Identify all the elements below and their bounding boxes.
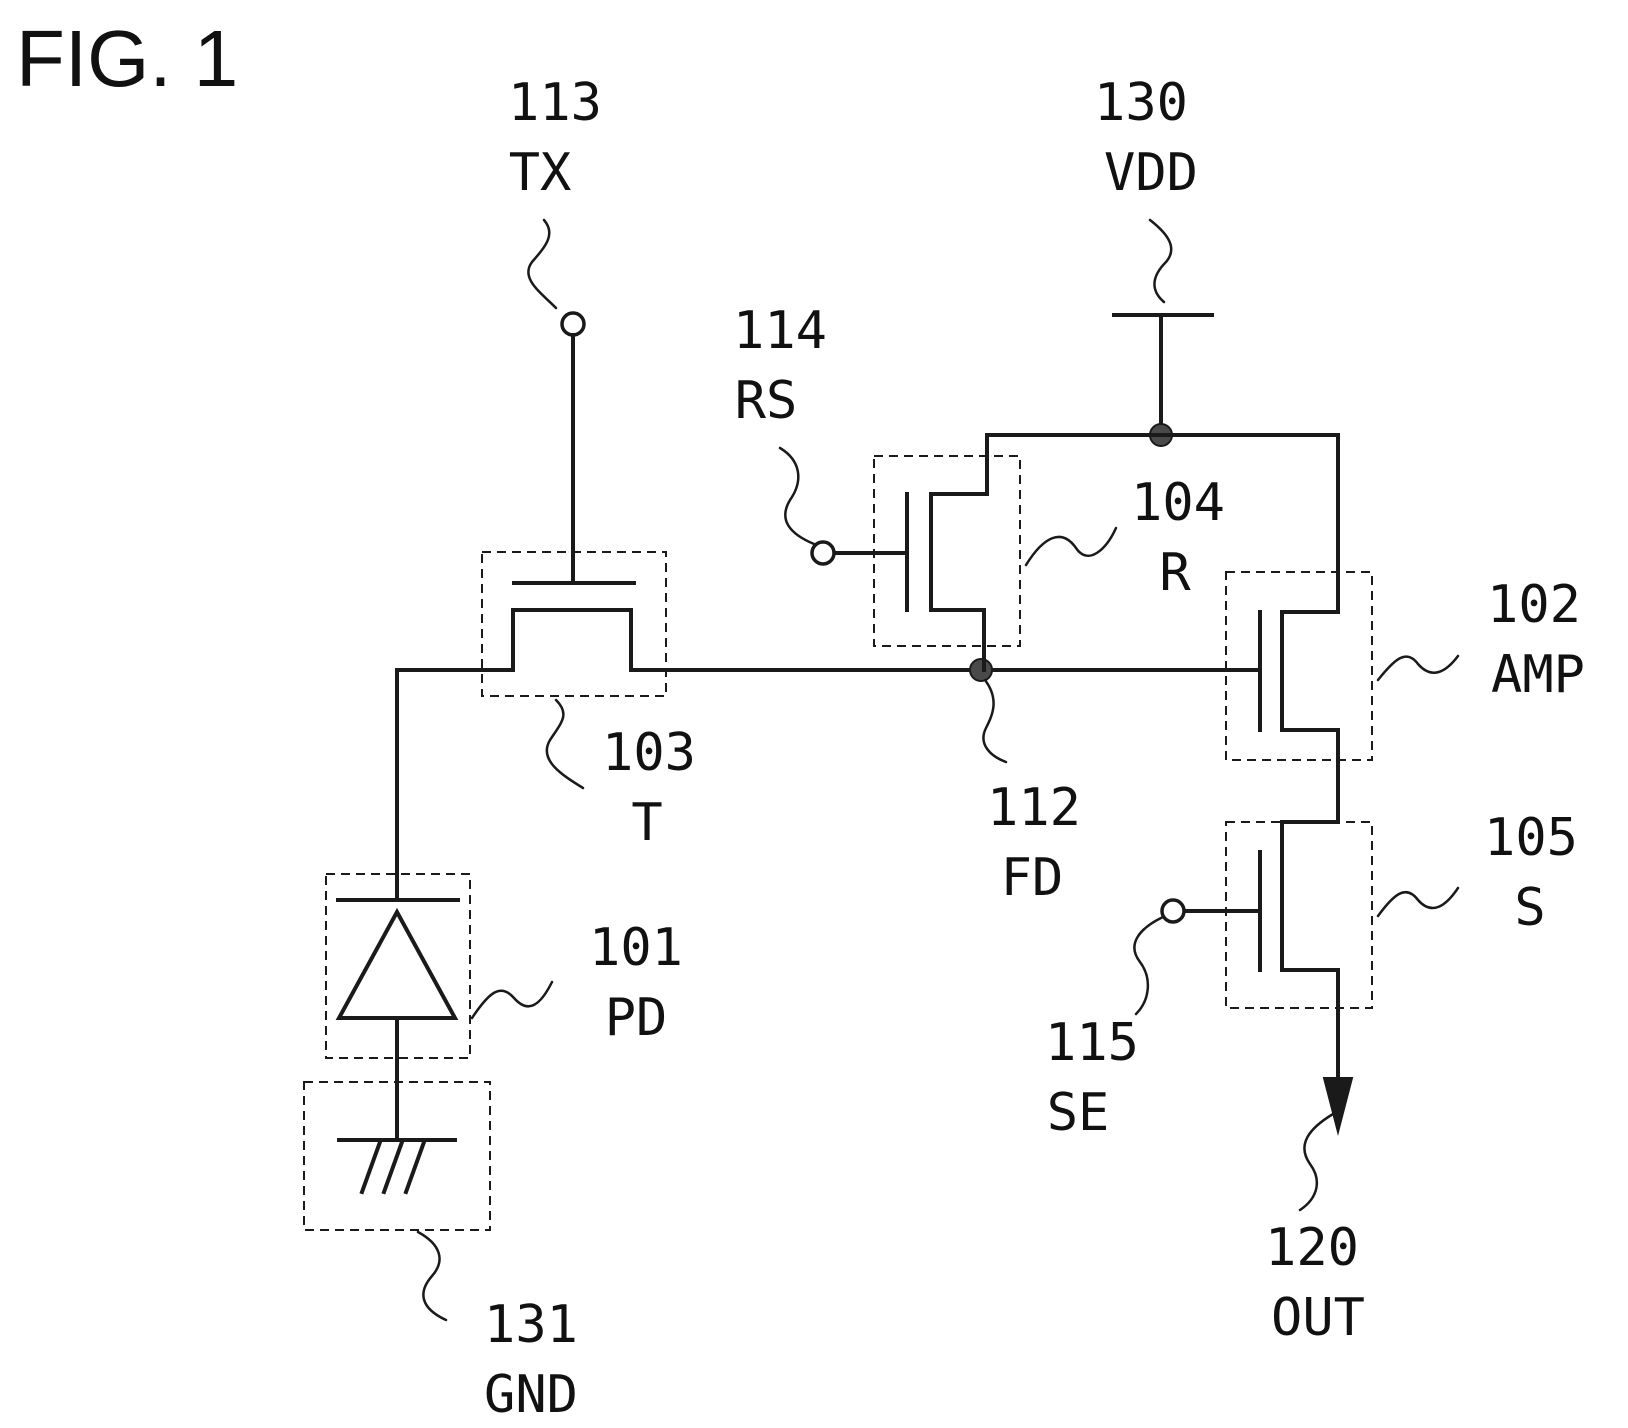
reset-channel — [931, 435, 987, 670]
gnd-leader-line — [418, 1232, 446, 1320]
ground-hatch-2 — [384, 1142, 402, 1192]
output-arrow — [1324, 1078, 1352, 1132]
se-terminal-node — [1162, 900, 1184, 922]
ground-hatch-3 — [406, 1142, 424, 1192]
reset-transistor — [780, 435, 1116, 670]
t-leader-line — [547, 700, 583, 788]
rs-leader-line — [780, 448, 814, 544]
r-number-label: 104 — [1131, 473, 1225, 533]
t-number-label: 103 — [602, 723, 696, 783]
out-name-label: OUT — [1271, 1288, 1365, 1348]
se-number-label: 115 — [1045, 1013, 1139, 1073]
fd-name-label: FD — [1001, 848, 1064, 908]
fd-number-label: 112 — [987, 778, 1081, 838]
s-number-label: 105 — [1484, 808, 1578, 868]
amp-name-label: AMP — [1491, 645, 1585, 705]
figure-title: FIG. 1 — [16, 14, 238, 103]
fd-node-dot — [970, 659, 992, 681]
rs-number-label: 114 — [733, 301, 827, 361]
t-name-label: T — [631, 793, 662, 853]
r-leader-line — [1026, 528, 1116, 565]
photodiode — [326, 670, 552, 1140]
gnd-number-label: 131 — [484, 1295, 578, 1355]
gnd-name-label: GND — [484, 1365, 578, 1425]
transfer-channel — [397, 610, 631, 670]
tx-terminal-node — [562, 313, 584, 335]
amp-channel — [1282, 612, 1338, 822]
tx-number-label: 113 — [508, 73, 602, 133]
s-leader-line — [1378, 888, 1458, 916]
select-transistor-box — [1226, 822, 1372, 1008]
vdd-number-label: 130 — [1094, 73, 1188, 133]
rs-name-label: RS — [735, 371, 798, 431]
amp-number-label: 102 — [1487, 575, 1581, 635]
select-transistor — [1134, 822, 1458, 1100]
amplifier-transistor — [1226, 572, 1458, 822]
amp-leader-line — [1378, 656, 1458, 680]
select-channel — [1282, 822, 1338, 1100]
fd-leader-line — [983, 680, 1006, 762]
vdd-leader-line — [1150, 220, 1171, 302]
ground-hatch-1 — [362, 1142, 380, 1192]
vdd-name-label: VDD — [1104, 143, 1198, 203]
out-number-label: 120 — [1265, 1218, 1359, 1278]
out-leader-line — [1300, 1114, 1333, 1210]
rs-terminal-node — [812, 542, 834, 564]
se-name-label: SE — [1047, 1083, 1110, 1143]
pd-number-label: 101 — [589, 918, 683, 978]
pd-leader-line — [472, 982, 552, 1018]
tx-terminal — [528, 220, 584, 580]
tx-leader-line — [528, 220, 556, 308]
se-leader-line — [1134, 917, 1163, 1014]
s-name-label: S — [1514, 878, 1545, 938]
pd-name-label: PD — [605, 988, 668, 1048]
tx-name-label: TX — [509, 143, 572, 203]
photodiode-triangle — [339, 912, 455, 1018]
r-name-label: R — [1159, 543, 1191, 603]
output — [1300, 1078, 1352, 1210]
